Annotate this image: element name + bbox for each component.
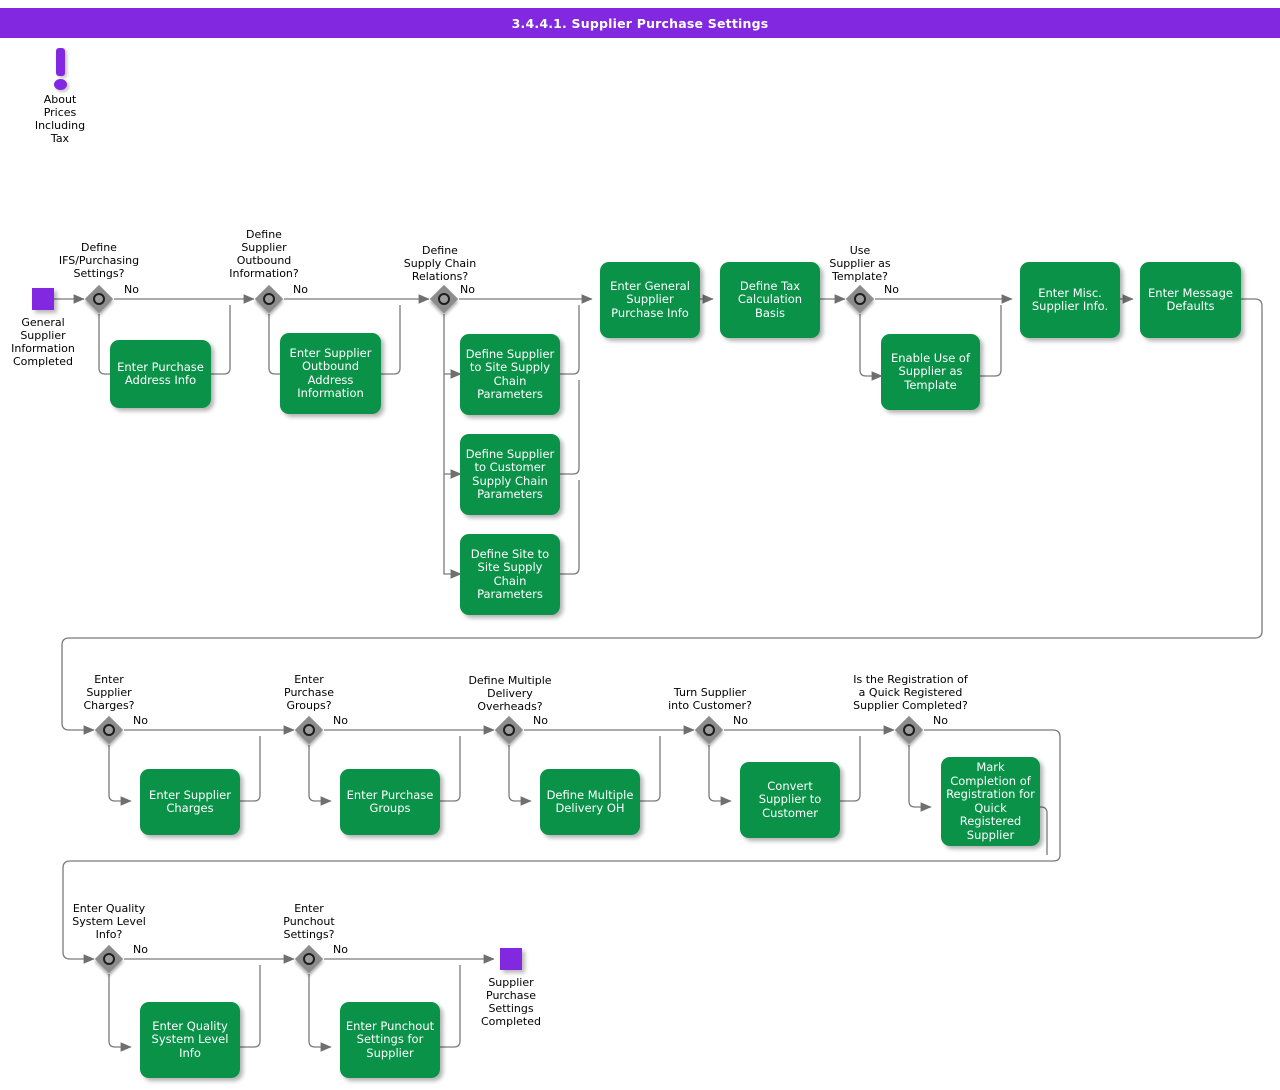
decision-define-supplier-outbound-information[interactable] <box>254 284 284 314</box>
decision-define-supply-chain-relations[interactable] <box>429 284 459 314</box>
start-node-general-supplier-information-completed[interactable] <box>32 288 54 310</box>
page-title: 3.4.4.1. Supplier Purchase Settings <box>0 8 1280 38</box>
no-label-d8: No <box>733 714 748 727</box>
exclamation-info-icon[interactable] <box>48 48 72 94</box>
decision-enter-supplier-charges[interactable] <box>94 715 124 745</box>
decision-circle-icon <box>303 953 315 965</box>
no-label-d3: No <box>460 283 475 296</box>
exclamation-dot <box>54 79 67 90</box>
decision-circle-icon <box>93 293 105 305</box>
decision-circle-icon <box>438 293 450 305</box>
decision-circle-icon <box>103 724 115 736</box>
decision-circle-icon <box>103 953 115 965</box>
decision-circle-icon <box>503 724 515 736</box>
decision-turn-supplier-into-customer[interactable] <box>694 715 724 745</box>
no-label-d1: No <box>124 283 139 296</box>
task-enter-misc-supplier-info[interactable]: Enter Misc.Supplier Info. <box>1020 262 1120 338</box>
no-label-d5: No <box>133 714 148 727</box>
no-label-d2: No <box>293 283 308 296</box>
decision-define-ifs-purchasing-settings[interactable] <box>84 284 114 314</box>
no-label-d6: No <box>333 714 348 727</box>
no-label-d4: No <box>884 283 899 296</box>
no-label-d10: No <box>133 943 148 956</box>
no-label-d11: No <box>333 943 348 956</box>
decision-circle-icon <box>854 293 866 305</box>
end-node-supplier-purchase-settings-completed[interactable] <box>500 948 522 970</box>
exclamation-bar <box>56 48 65 76</box>
decision-enter-purchase-groups[interactable] <box>294 715 324 745</box>
decision-circle-icon <box>263 293 275 305</box>
decision-circle-icon <box>303 724 315 736</box>
decision-is-registration-of-quick-registered-supplier-completed[interactable] <box>894 715 924 745</box>
decision-define-multiple-delivery-overheads[interactable] <box>494 715 524 745</box>
no-label-d7: No <box>533 714 548 727</box>
decision-use-supplier-as-template[interactable] <box>845 284 875 314</box>
decision-circle-icon <box>903 724 915 736</box>
decision-circle-icon <box>703 724 715 736</box>
decision-enter-quality-system-level-info[interactable] <box>94 944 124 974</box>
no-label-d9: No <box>933 714 948 727</box>
decision-enter-punchout-settings[interactable] <box>294 944 324 974</box>
